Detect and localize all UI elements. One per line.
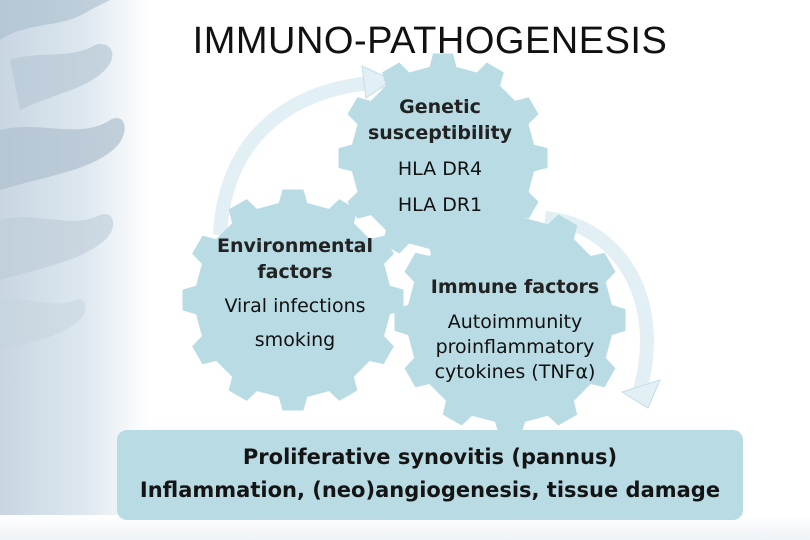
- immune-title: Immune factors: [405, 275, 625, 300]
- genetic-item: HLA DR4: [340, 156, 540, 182]
- environmental-item: Viral infections: [195, 293, 395, 319]
- genetic-title-line-1: Genetic: [340, 94, 540, 120]
- outcome-text: Proliferative synovitis (pannus) Inflamm…: [117, 441, 743, 507]
- genetic-title-line-2: susceptibility: [340, 120, 540, 146]
- environmental-title-line-1: Environmental: [195, 233, 395, 259]
- environmental-text: Environmental factors Viral infections s…: [195, 233, 395, 353]
- immune-item: proinflammatory: [405, 335, 625, 360]
- genetic-text: Genetic susceptibility HLA DR4 HLA DR1: [340, 94, 540, 218]
- environmental-item: smoking: [195, 327, 395, 353]
- immune-item: cytokines (TNFα): [405, 360, 625, 385]
- genetic-item: HLA DR1: [340, 192, 540, 218]
- outcome-line-2: Inflammation, (neo)angiogenesis, tissue …: [117, 474, 743, 507]
- environmental-title-line-2: factors: [195, 259, 395, 285]
- outcome-line-1: Proliferative synovitis (pannus): [117, 441, 743, 474]
- immune-item: Autoimmunity: [405, 310, 625, 335]
- immune-text: Immune factors Autoimmunity proinflammat…: [405, 275, 625, 385]
